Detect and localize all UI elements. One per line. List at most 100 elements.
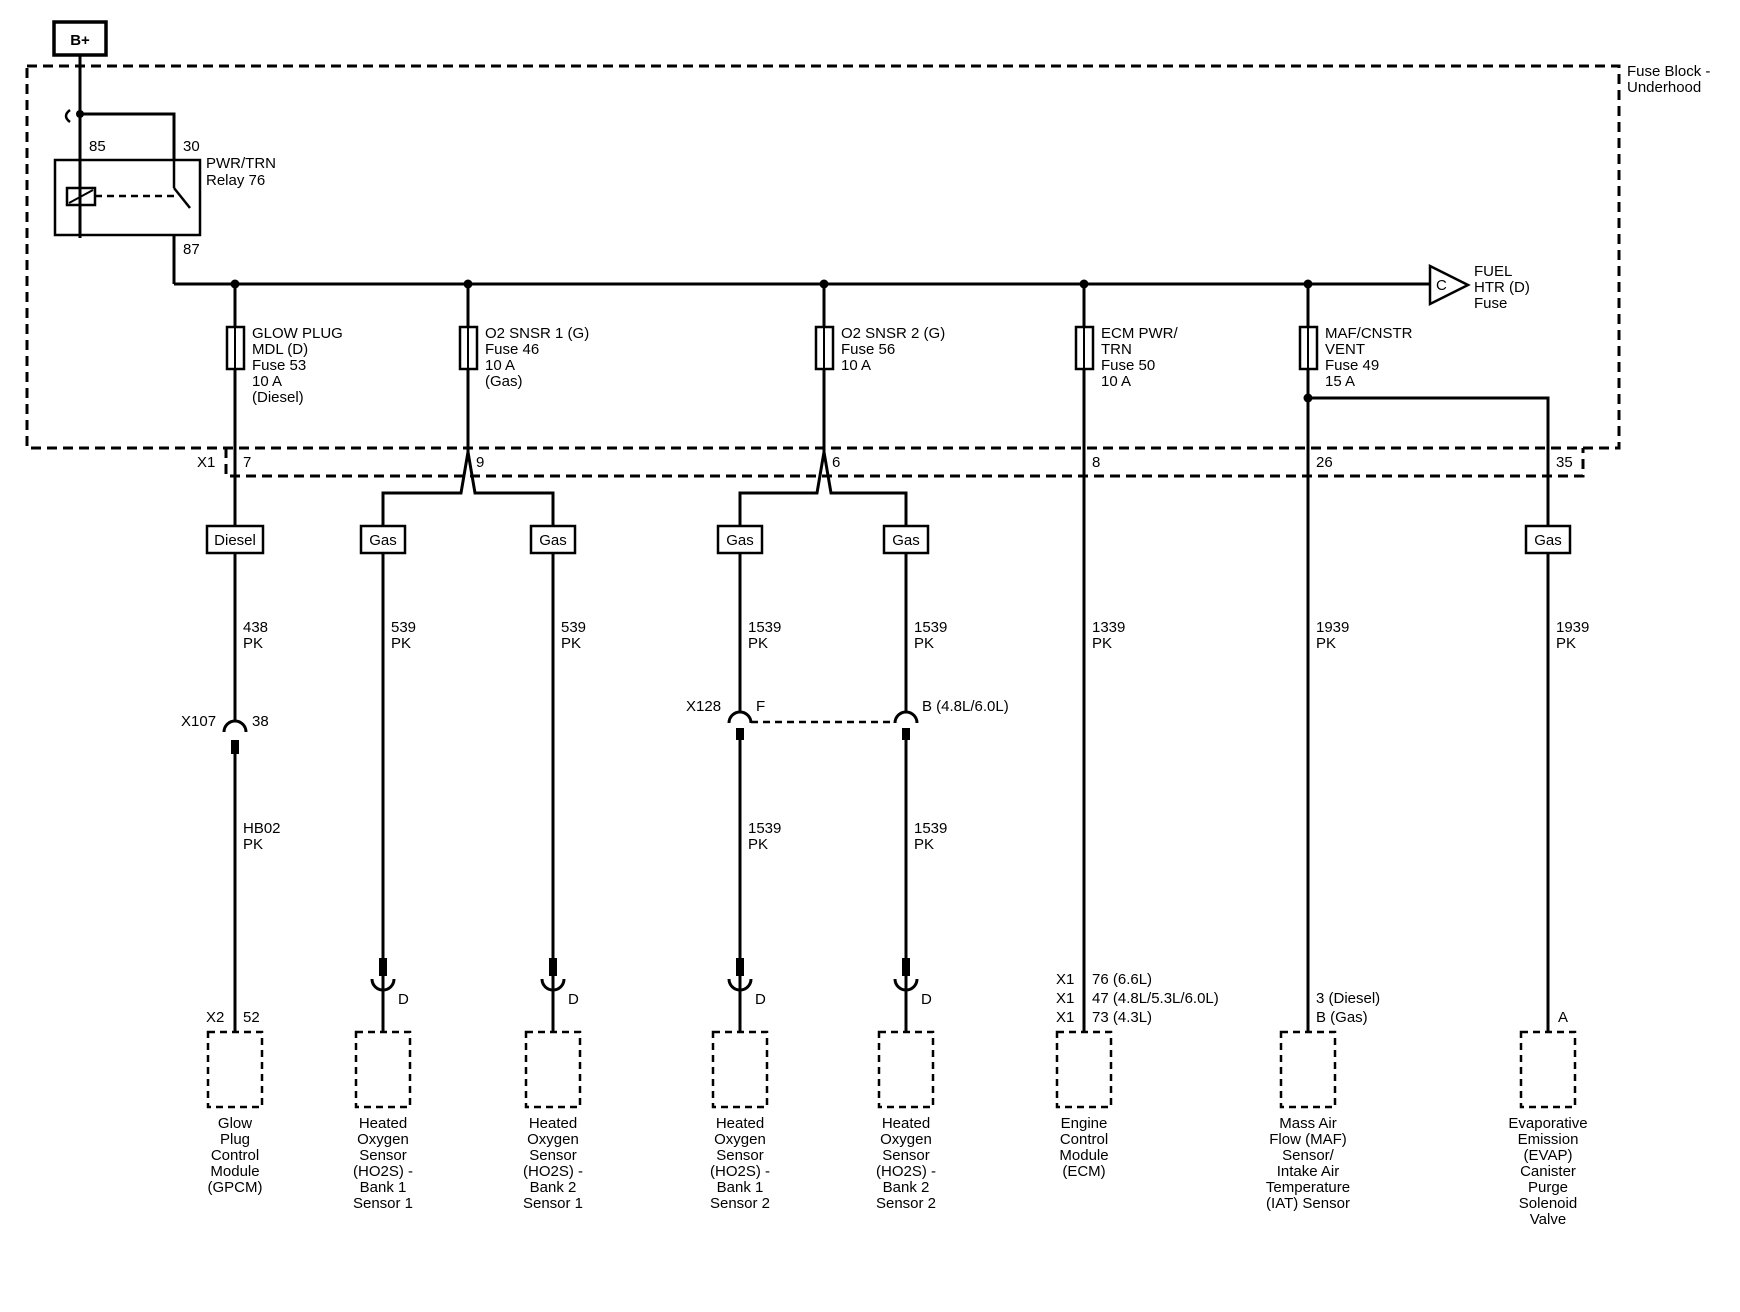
component-ecm: Engine Control Module (ECM) xyxy=(1059,1115,1108,1180)
maf-pin-gas: B (Gas) xyxy=(1316,1009,1368,1026)
gpcm-name-4: Module xyxy=(210,1163,259,1180)
x1-connector-label: X1 xyxy=(197,454,215,471)
fuse-maf-cnstr-line-4: 15 A xyxy=(1325,373,1355,390)
fuse-ecm-pwr-line-1: ECM PWR/ xyxy=(1101,325,1178,342)
wire-hb02-circuit: HB02 xyxy=(243,820,281,837)
maf-name-6: (IAT) Sensor xyxy=(1266,1195,1350,1212)
x107-name: X107 xyxy=(181,713,216,730)
wire-438-circuit: 438 xyxy=(243,619,268,636)
maf-name-1: Mass Air xyxy=(1279,1115,1337,1132)
option-tag-gas-4: Gas xyxy=(892,532,920,549)
fuel-heater-connector: C FUEL HTR (D) Fuse xyxy=(1428,263,1530,312)
evap-name-1: Evaporative xyxy=(1508,1115,1587,1132)
fuel-heater-label-1: FUEL xyxy=(1474,263,1512,280)
wire-1939b-color: PK xyxy=(1556,635,1576,652)
gpcm-name-3: Control xyxy=(211,1147,259,1164)
fuse-o2-snsr-2-line-2: Fuse 56 xyxy=(841,341,895,358)
wire-539a-circuit: 539 xyxy=(391,619,416,636)
wire-1539d-color: PK xyxy=(914,836,934,853)
ho2s-b1s1-pin: D xyxy=(398,991,409,1008)
ho2s-b1s1-name-6: Sensor 1 xyxy=(353,1195,413,1212)
wire-1339-circuit: 1339 xyxy=(1092,619,1125,636)
wire-1539d-circuit: 1539 xyxy=(914,820,947,837)
fuse-block-name-1: Fuse Block - xyxy=(1627,63,1710,80)
x1-pin-6: 6 xyxy=(832,454,840,471)
fuse-glow-plug-line-3: Fuse 53 xyxy=(252,357,306,374)
fuse-o2-snsr-2-line-3: 10 A xyxy=(841,357,871,374)
fuse-maf-cnstr-line-3: Fuse 49 xyxy=(1325,357,1379,374)
wire-hb02-color: PK xyxy=(243,836,263,853)
ho2s-b2s2-pin: D xyxy=(921,991,932,1008)
x107-pin: 38 xyxy=(252,713,269,730)
gpcm-name-5: (GPCM) xyxy=(208,1179,263,1196)
fuse-maf-cnstr-line-1: MAF/CNSTR xyxy=(1325,325,1413,342)
ho2s-b2s2-name-3: Sensor xyxy=(882,1147,930,1164)
battery-source: B+ xyxy=(52,20,108,238)
ho2s-b2s1-name-4: (HO2S) - xyxy=(523,1163,583,1180)
ecm-name-3: Module xyxy=(1059,1147,1108,1164)
connector-x107: X107 38 xyxy=(181,713,269,733)
ho2s-b2s1-name-3: Sensor xyxy=(529,1147,577,1164)
ho2s-b1s2-name-4: (HO2S) - xyxy=(710,1163,770,1180)
x1-pin-labels: 7 9 6 8 26 35 xyxy=(243,454,1573,471)
option-tag-gas-3: Gas xyxy=(726,532,754,549)
gpcm-connector: X2 xyxy=(206,1009,224,1026)
ho2s-b2s1-name-5: Bank 2 xyxy=(530,1179,577,1196)
evap-pin: A xyxy=(1558,1009,1568,1026)
connector-x128: X128 F B (4.8L/6.0L) xyxy=(686,698,1009,724)
gpcm-name-2: Plug xyxy=(220,1131,250,1148)
ho2s-b2s2-name-6: Sensor 2 xyxy=(876,1195,936,1212)
fuel-heater-label-3: Fuse xyxy=(1474,295,1507,312)
pwr-trn-relay: 85 30 87 PWR/TRN Relay 76 xyxy=(53,109,276,284)
relay-pin-87: 87 xyxy=(183,241,200,258)
component-ho2s-b2s2: Heated Oxygen Sensor (HO2S) - Bank 2 Sen… xyxy=(876,1115,936,1212)
ecm-connector-1: X1 xyxy=(1056,971,1074,988)
ho2s-b2s1-name-2: Oxygen xyxy=(527,1131,579,1148)
wire-labels-upper: 438 PK 539 PK 539 PK 1539 PK 1539 PK 133… xyxy=(243,619,1589,652)
wire-539b-color: PK xyxy=(561,635,581,652)
x128-pin-f: F xyxy=(756,698,765,715)
ho2s-b1s2-name-2: Oxygen xyxy=(714,1131,766,1148)
fuse-o2-snsr-1-line-4: (Gas) xyxy=(485,373,523,390)
gpcm-name-1: Glow xyxy=(218,1115,252,1132)
ho2s-b2s1-name-6: Sensor 1 xyxy=(523,1195,583,1212)
component-maf: Mass Air Flow (MAF) Sensor/ Intake Air T… xyxy=(1266,1115,1350,1212)
wire-1939b-circuit: 1939 xyxy=(1556,619,1589,636)
component-boxes xyxy=(206,1030,1577,1109)
ecm-connector-3: X1 xyxy=(1056,1009,1074,1026)
maf-name-2: Flow (MAF) xyxy=(1269,1131,1347,1148)
component-evap: Evaporative Emission (EVAP) Canister Pur… xyxy=(1508,1115,1587,1228)
relay-pin-85: 85 xyxy=(89,138,106,155)
ho2s-b1s1-name-2: Oxygen xyxy=(357,1131,409,1148)
x128-name: X128 xyxy=(686,698,721,715)
wire-438-color: PK xyxy=(243,635,263,652)
wire-1539b-circuit: 1539 xyxy=(914,619,947,636)
maf-name-4: Intake Air xyxy=(1277,1163,1340,1180)
evap-name-2: Emission xyxy=(1518,1131,1579,1148)
fuse-ecm-pwr-line-3: Fuse 50 xyxy=(1101,357,1155,374)
x128-pin-b: B (4.8L/6.0L) xyxy=(922,698,1009,715)
fuse-ecm-pwr-line-4: 10 A xyxy=(1101,373,1131,390)
fuse-ecm-pwr-line-2: TRN xyxy=(1101,341,1132,358)
wire-1539a-circuit: 1539 xyxy=(748,619,781,636)
wire-1539c-color: PK xyxy=(748,836,768,853)
fuse-o2-snsr-1-line-2: Fuse 46 xyxy=(485,341,539,358)
x1-pin-9: 9 xyxy=(476,454,484,471)
circuit-wires xyxy=(231,553,1550,1032)
relay-name-2: Relay 76 xyxy=(206,172,265,189)
fuse-block-name-2: Underhood xyxy=(1627,79,1701,96)
maf-name-5: Temperature xyxy=(1266,1179,1350,1196)
ho2s-b2s2-name-2: Oxygen xyxy=(880,1131,932,1148)
x1-connector: X1 xyxy=(197,448,1585,478)
ecm-name-2: Control xyxy=(1060,1131,1108,1148)
option-tag-gas-1: Gas xyxy=(369,532,397,549)
wire-1539b-color: PK xyxy=(914,635,934,652)
evap-name-3: (EVAP) xyxy=(1524,1147,1573,1164)
x1-pin-35: 35 xyxy=(1556,454,1573,471)
ecm-pin-3: 73 (4.3L) xyxy=(1092,1009,1152,1026)
fuse-ecm-pwr: ECM PWR/ TRN Fuse 50 10 A xyxy=(1074,284,1178,1032)
component-ho2s-b1s2: Heated Oxygen Sensor (HO2S) - Bank 1 Sen… xyxy=(710,1115,770,1212)
fuel-heater-label-2: HTR (D) xyxy=(1474,279,1530,296)
x1-pin-7: 7 xyxy=(243,454,251,471)
fuse-glow-plug-line-2: MDL (D) xyxy=(252,341,308,358)
